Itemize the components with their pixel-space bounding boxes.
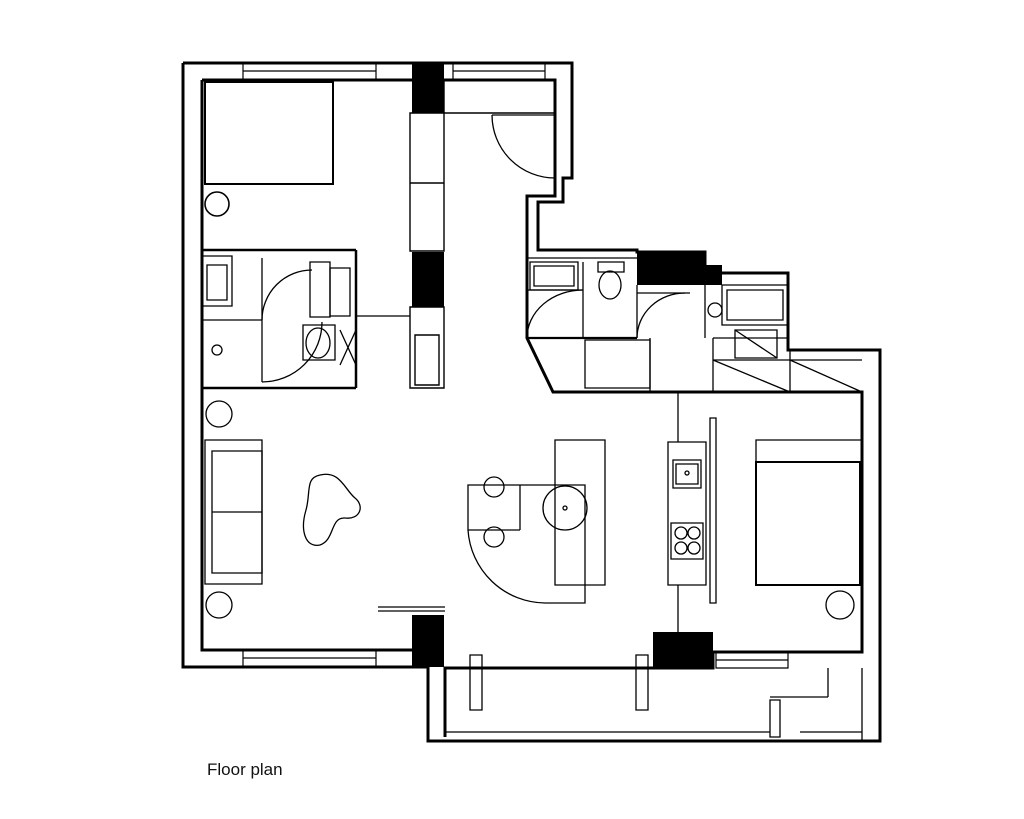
structural-columns [412,63,722,668]
entry-door [492,113,555,178]
exterior-walls [183,63,880,741]
bathroom-2 [527,258,690,392]
bedroom-1 [202,82,356,388]
windows [243,63,788,668]
utility-room [705,285,862,392]
bedroom-2 [756,440,862,619]
plan-caption: Floor plan [207,760,283,779]
bathroom-1 [202,256,410,388]
living-room [205,401,445,618]
closet-strip [410,80,555,388]
kitchen-counter [668,392,716,632]
dining-island [468,440,605,603]
balcony [445,655,862,741]
